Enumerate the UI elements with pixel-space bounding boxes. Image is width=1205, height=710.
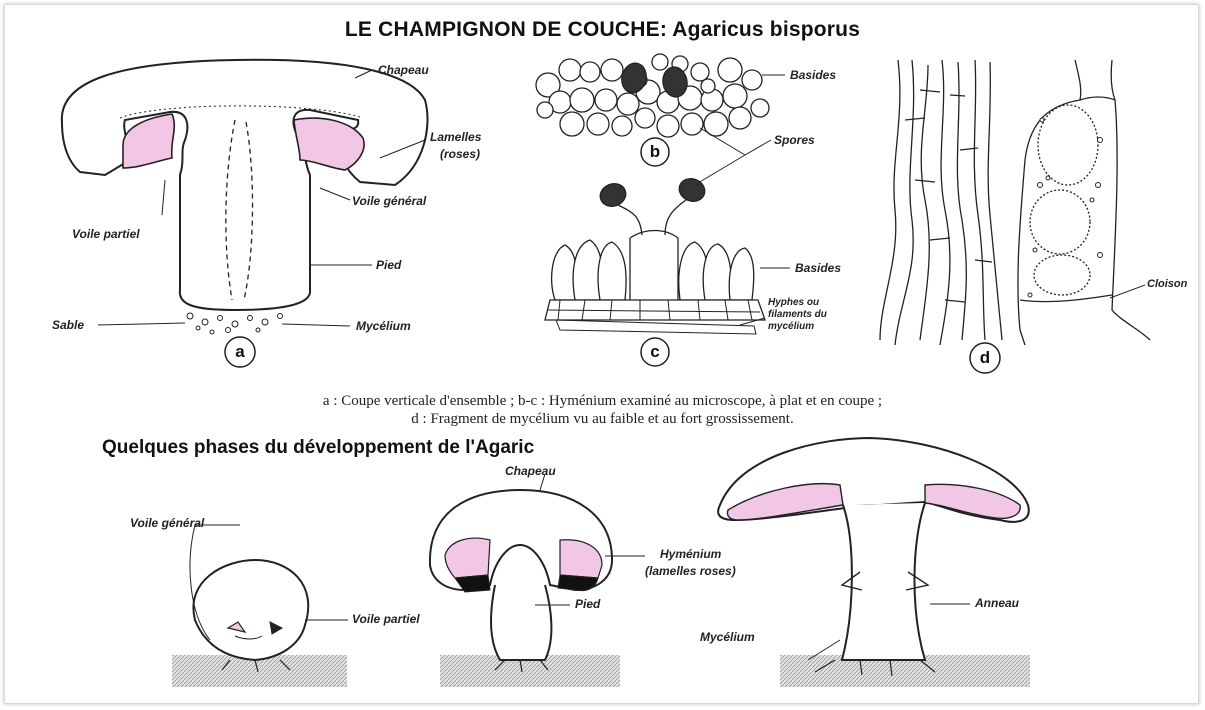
mature-stem [842, 503, 925, 660]
button-stage [193, 560, 308, 660]
label-chapeau-dev: Chapeau [505, 464, 556, 478]
cap-a [62, 60, 428, 310]
lamellae-left-a [123, 114, 174, 168]
label-basides-b: Basides [790, 68, 836, 82]
development-subtitle: Quelques phases du développement de l'Ag… [102, 437, 534, 459]
label-lamelles: Lamelles [430, 130, 481, 144]
label-voile-general-dev: Voile général [130, 516, 204, 530]
label-pied-dev: Pied [575, 597, 600, 611]
caption-line-2: d : Fragment de mycélium vu au faible et… [0, 411, 1205, 428]
label-chapeau-a: Chapeau [378, 63, 429, 77]
panel-letter-d: d [970, 343, 1000, 373]
development-phases [172, 438, 1030, 687]
label-sable: Sable [52, 318, 84, 332]
label-voile-partiel-a: Voile partiel [72, 227, 140, 241]
label-voile-partiel-dev: Voile partiel [352, 612, 420, 626]
label-voile-general-a: Voile général [352, 194, 426, 208]
label-hyphes-3: mycélium [768, 321, 814, 332]
label-lamelles-roses: (roses) [440, 147, 480, 161]
panel-letter-b: b [640, 137, 670, 167]
label-lamelles-roses-dev: (lamelles roses) [645, 564, 736, 578]
label-basides-c: Basides [795, 261, 841, 275]
label-mycelium-dev: Mycélium [700, 630, 755, 644]
caption-line-1: a : Coupe verticale d'ensemble ; b-c : H… [0, 393, 1205, 410]
panel-letter-a: a [225, 337, 255, 367]
label-spores: Spores [774, 133, 815, 147]
label-hymenium: Hyménium [660, 547, 721, 561]
label-mycelium-a: Mycélium [356, 319, 411, 333]
label-hyphes-2: filaments du [768, 309, 827, 320]
label-pied-a: Pied [376, 258, 401, 272]
label-hyphes-1: Hyphes ou [768, 297, 819, 308]
diagram-title: LE CHAMPIGNON DE COUCHE: Agaricus bispor… [0, 18, 1205, 42]
young-stem [491, 585, 551, 660]
panel-letter-c: c [640, 337, 670, 367]
panel-d-mycelium [880, 60, 1150, 373]
label-anneau: Anneau [975, 596, 1019, 610]
label-cloison: Cloison [1147, 278, 1187, 290]
